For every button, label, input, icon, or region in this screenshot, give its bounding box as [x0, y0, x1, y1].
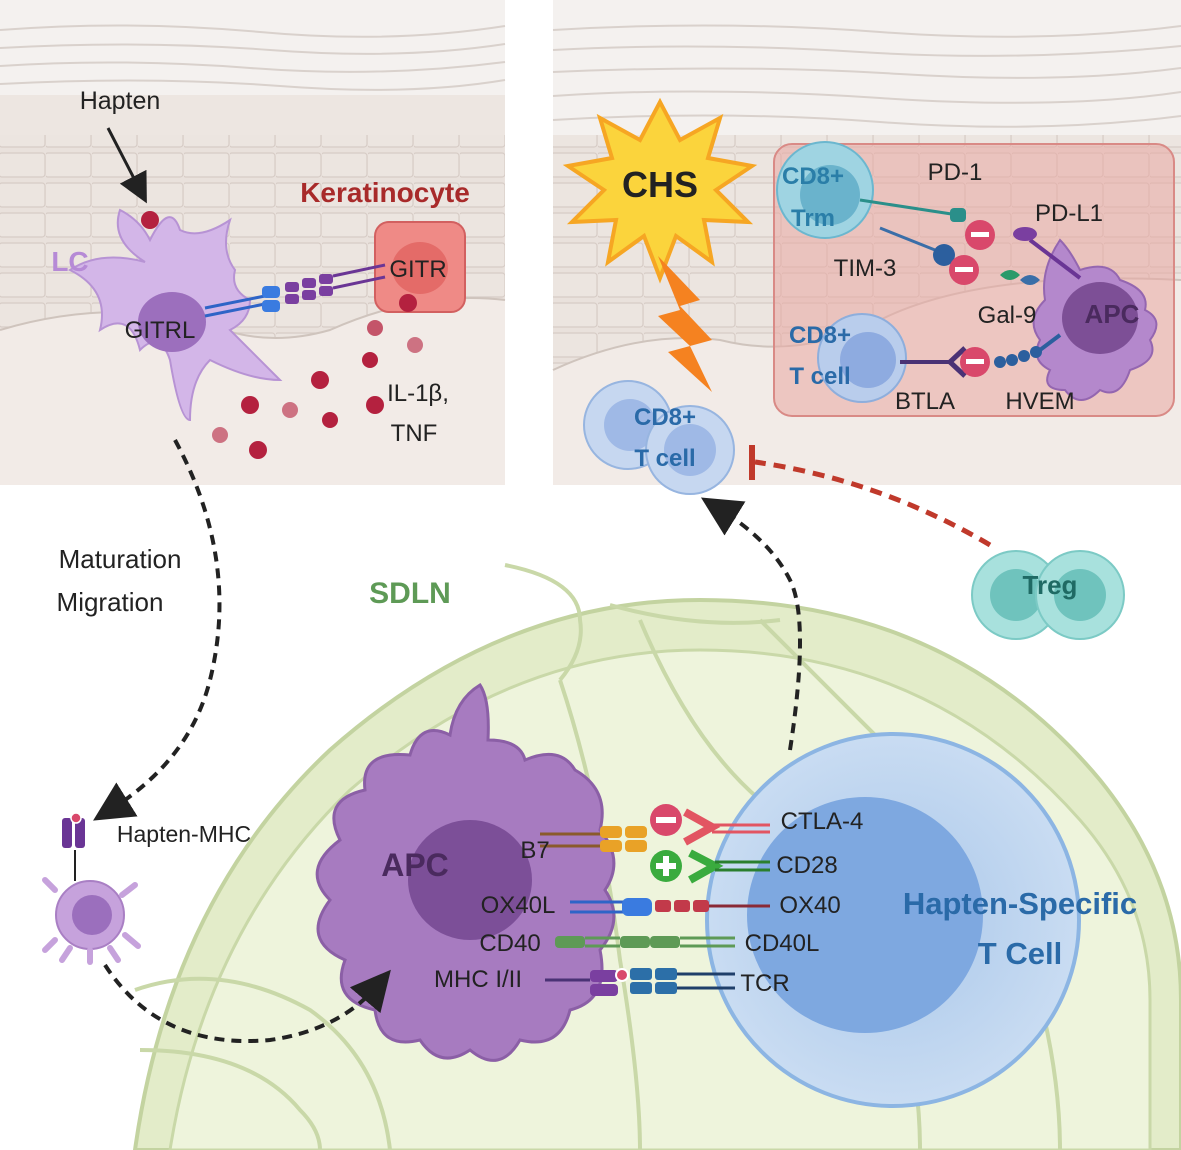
- label-tcell-1: Hapten-Specific: [903, 886, 1137, 921]
- label-cd28: CD28: [776, 852, 837, 879]
- costim-receptors: [540, 808, 770, 996]
- label-maturation: Maturation: [59, 544, 182, 574]
- label-pd1: PD-1: [928, 159, 983, 186]
- label-cd8-t-2: T cell: [789, 363, 850, 390]
- label-ox40l: OX40L: [481, 892, 556, 919]
- label-cytokines-1: IL-1β,: [387, 380, 449, 407]
- label-hapten-mhc: Hapten-MHC: [117, 821, 251, 847]
- label-cd8-t-1: CD8+: [789, 322, 851, 349]
- apc-right-cell: [1032, 238, 1158, 401]
- cd8-tcell-inbox: [817, 313, 907, 403]
- label-hvem: HVEM: [1005, 388, 1074, 415]
- label-migration: Migration: [57, 587, 164, 617]
- label-cd8-free-1: CD8+: [634, 404, 696, 431]
- label-apc-right: APC: [1085, 299, 1140, 329]
- label-chs: CHS: [622, 164, 698, 205]
- apc-lymph-cell: [315, 682, 616, 1062]
- label-cd40l: CD40L: [745, 930, 820, 957]
- label-treg: Treg: [1023, 570, 1078, 600]
- treg-cells: [971, 550, 1125, 640]
- chs-burst: [562, 97, 758, 284]
- flow-arrows: [93, 439, 992, 1043]
- label-cytokines-2: TNF: [391, 420, 438, 447]
- label-tim3: TIM-3: [834, 255, 897, 282]
- label-cd8-trm-1: CD8+: [782, 163, 844, 190]
- label-cd8-trm-2: Trm: [791, 205, 835, 232]
- label-gitr: GITR: [389, 256, 446, 283]
- cd8-trm-cell: [776, 141, 874, 239]
- label-sdln: SDLN: [369, 577, 451, 610]
- label-pdl1: PD-L1: [1035, 200, 1103, 227]
- label-gal9: Gal-9: [978, 302, 1037, 329]
- hapten-specific-tcell: [705, 732, 1081, 1108]
- label-lc: LC: [51, 246, 88, 277]
- migrating-dc: [42, 812, 141, 965]
- label-cd8-free-2: T cell: [634, 445, 695, 472]
- label-apc-lymph: APC: [381, 847, 449, 883]
- label-tcell-2: T Cell: [978, 936, 1062, 971]
- gitr-gitrl-complex: [204, 263, 386, 318]
- cytokine-particles: [141, 211, 423, 459]
- label-ox40: OX40: [779, 892, 840, 919]
- lightning-icon: [658, 256, 712, 392]
- signal-badges: [650, 804, 682, 882]
- label-keratinocyte: Keratinocyte: [300, 177, 470, 208]
- label-ctla4: CTLA-4: [781, 808, 864, 835]
- label-cd40: CD40: [479, 930, 540, 957]
- cd8-tcells-free: [583, 380, 735, 495]
- label-mhc: MHC I/II: [434, 966, 522, 993]
- lc-cell: [68, 208, 283, 422]
- label-b7: B7: [520, 837, 549, 864]
- inhibit-badges: [949, 220, 995, 377]
- label-hapten: Hapten: [80, 87, 161, 115]
- label-btla: BTLA: [895, 388, 955, 415]
- hapten-arrow: [106, 127, 147, 204]
- checkpoint-receptors: [859, 198, 1082, 378]
- label-gitrl: GITRL: [125, 317, 196, 344]
- label-tcr: TCR: [740, 970, 789, 997]
